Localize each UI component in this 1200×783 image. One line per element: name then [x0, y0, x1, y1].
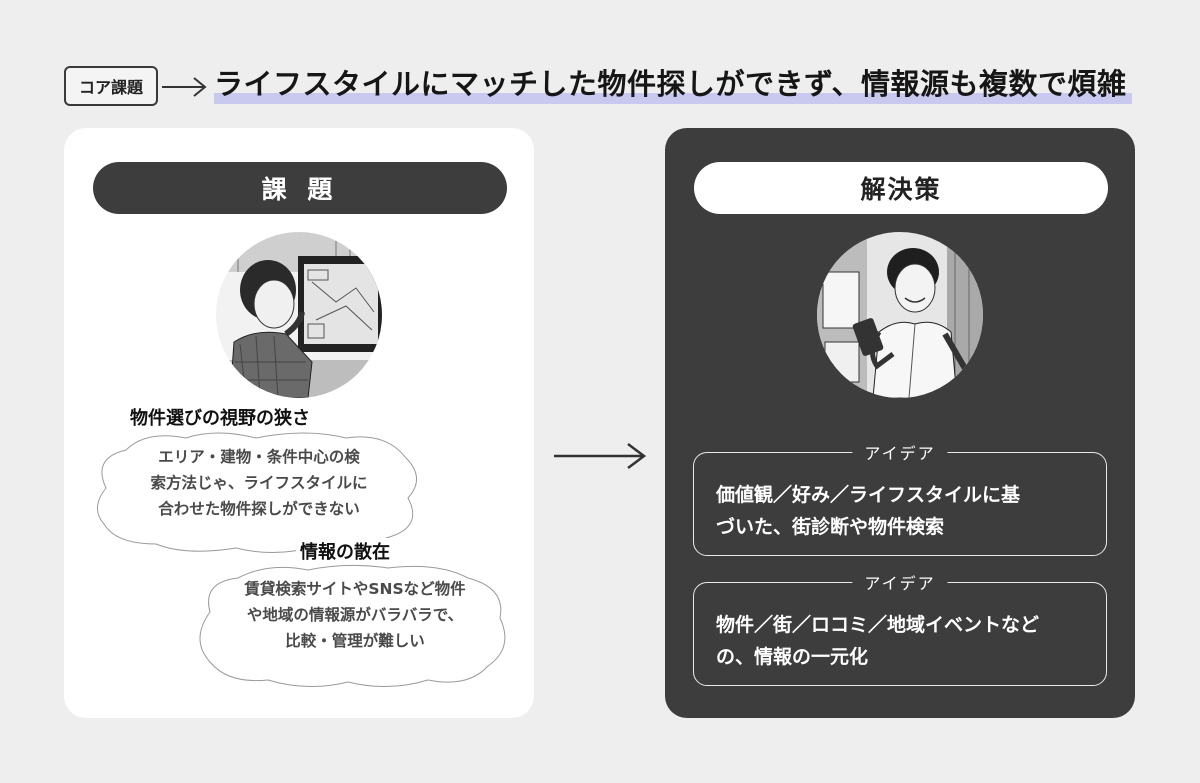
thought-cloud-1	[97, 432, 417, 553]
man-with-smartphone-illustration	[817, 232, 983, 398]
problem-2-line-3: 比較・管理が難しい	[285, 632, 425, 650]
man-at-computer-illustration	[216, 232, 382, 398]
arrow-right-icon	[162, 77, 207, 97]
idea-1-line-2: づいた、街診断や物件検索	[716, 516, 945, 538]
idea-2-line-1: 物件／街／ロコミ／地域イベントなど	[716, 614, 1040, 636]
problem-panel: 課 題	[64, 128, 534, 718]
problem-1-title: 物件選びの視野の狭さ	[130, 408, 310, 429]
problem-1-description: エリア・建物・条件中心の検 索方法じゃ、ライフスタイルに 合わせた物件探しができ…	[114, 444, 404, 522]
solution-title: 解決策	[694, 162, 1108, 214]
problem-2-description: 賃貸検索サイトやSNSなど物件 や地域の情報源がバラバラで、 比較・管理が難しい	[210, 576, 500, 654]
idea-card-2: アイデア 物件／街／ロコミ／地域イベントなど の、情報の一元化	[693, 570, 1107, 686]
problem-1-line-1: エリア・建物・条件中心の検	[158, 448, 360, 466]
core-issue-tag: コア課題	[64, 66, 158, 106]
headline-highlight	[214, 93, 1132, 104]
core-issue-headline: ライフスタイルにマッチした物件探しができず、情報源も複数で煩雑	[214, 67, 1127, 101]
solution-panel: 解決策 アイデア 価値観／好み／ライフスタイルに基 づいた、街診断や物件検索 ア…	[665, 128, 1135, 718]
idea-1-line-1: 価値観／好み／ライフスタイルに基	[716, 484, 1021, 506]
problem-2-line-2: や地域の情報源がバラバラで、	[246, 606, 464, 624]
problem-2-title: 情報の散在	[296, 538, 394, 564]
arrow-right-icon	[554, 443, 647, 469]
idea-1-text: 価値観／好み／ライフスタイルに基 づいた、街診断や物件検索	[716, 479, 1086, 543]
idea-2-text: 物件／街／ロコミ／地域イベントなど の、情報の一元化	[716, 609, 1086, 673]
idea-1-label: アイデア	[852, 440, 948, 464]
idea-card-1: アイデア 価値観／好み／ライフスタイルに基 づいた、街診断や物件検索	[693, 440, 1107, 556]
problem-2-line-1: 賃貸検索サイトやSNSなど物件	[244, 580, 466, 598]
problem-title: 課 題	[93, 162, 507, 214]
problem-1-line-3: 合わせた物件探しができない	[158, 500, 360, 518]
problem-1-line-2: 索方法じゃ、ライフスタイルに	[150, 474, 368, 492]
thought-cloud-2	[199, 564, 506, 687]
idea-2-label: アイデア	[852, 570, 948, 594]
idea-2-line-2: の、情報の一元化	[716, 646, 869, 668]
